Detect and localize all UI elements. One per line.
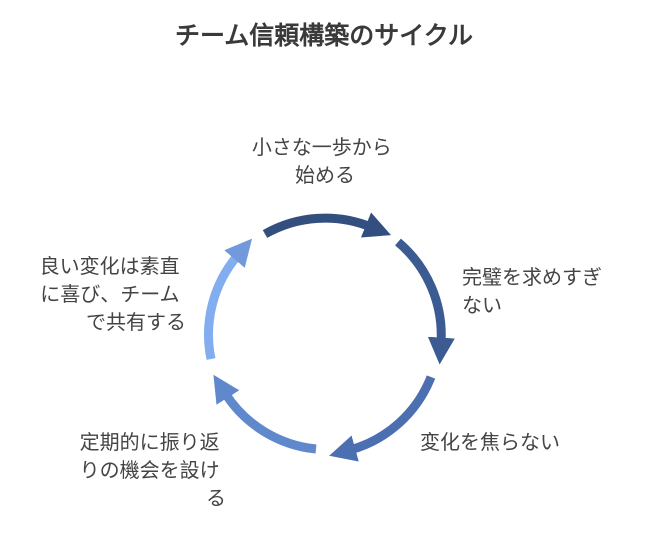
step-1-line-2: 始める [295,163,355,187]
cycle-arrow-1 [262,212,392,238]
step-1-label: 小さな一歩から 始める [252,135,398,187]
step-4-line-2: りの機会を設け [80,458,220,482]
cycle-arrow-3 [329,375,436,462]
step-2-line-2: ない [462,293,502,317]
step-5-line-1: 良い変化は素直 [40,254,180,278]
step-4-label: 定期的に振り返 りの機会を設け る [80,430,226,510]
step-3-label: 変化を焦らない [420,430,560,454]
cycle-arrow-4 [213,374,317,454]
step-3-line-1: 変化を焦らない [420,430,560,454]
step-1-line-1: 小さな一歩から [252,135,392,159]
step-2-label: 完璧を求めすぎ ない [462,265,608,317]
cycle-arrow-2 [395,238,455,365]
step-4-line-3: る [206,486,226,510]
cycle-arrow-5 [204,238,253,360]
page-title: チーム信頼構築のサイクル [175,21,473,50]
step-4-line-1: 定期的に振り返 [80,430,220,454]
step-2-line-1: 完璧を求めすぎ [462,265,602,289]
step-5-label: 良い変化は素直 に喜び、チーム で共有する [40,254,186,334]
step-5-line-2: に喜び、チーム [40,282,179,306]
step-5-line-3: で共有する [86,310,186,334]
